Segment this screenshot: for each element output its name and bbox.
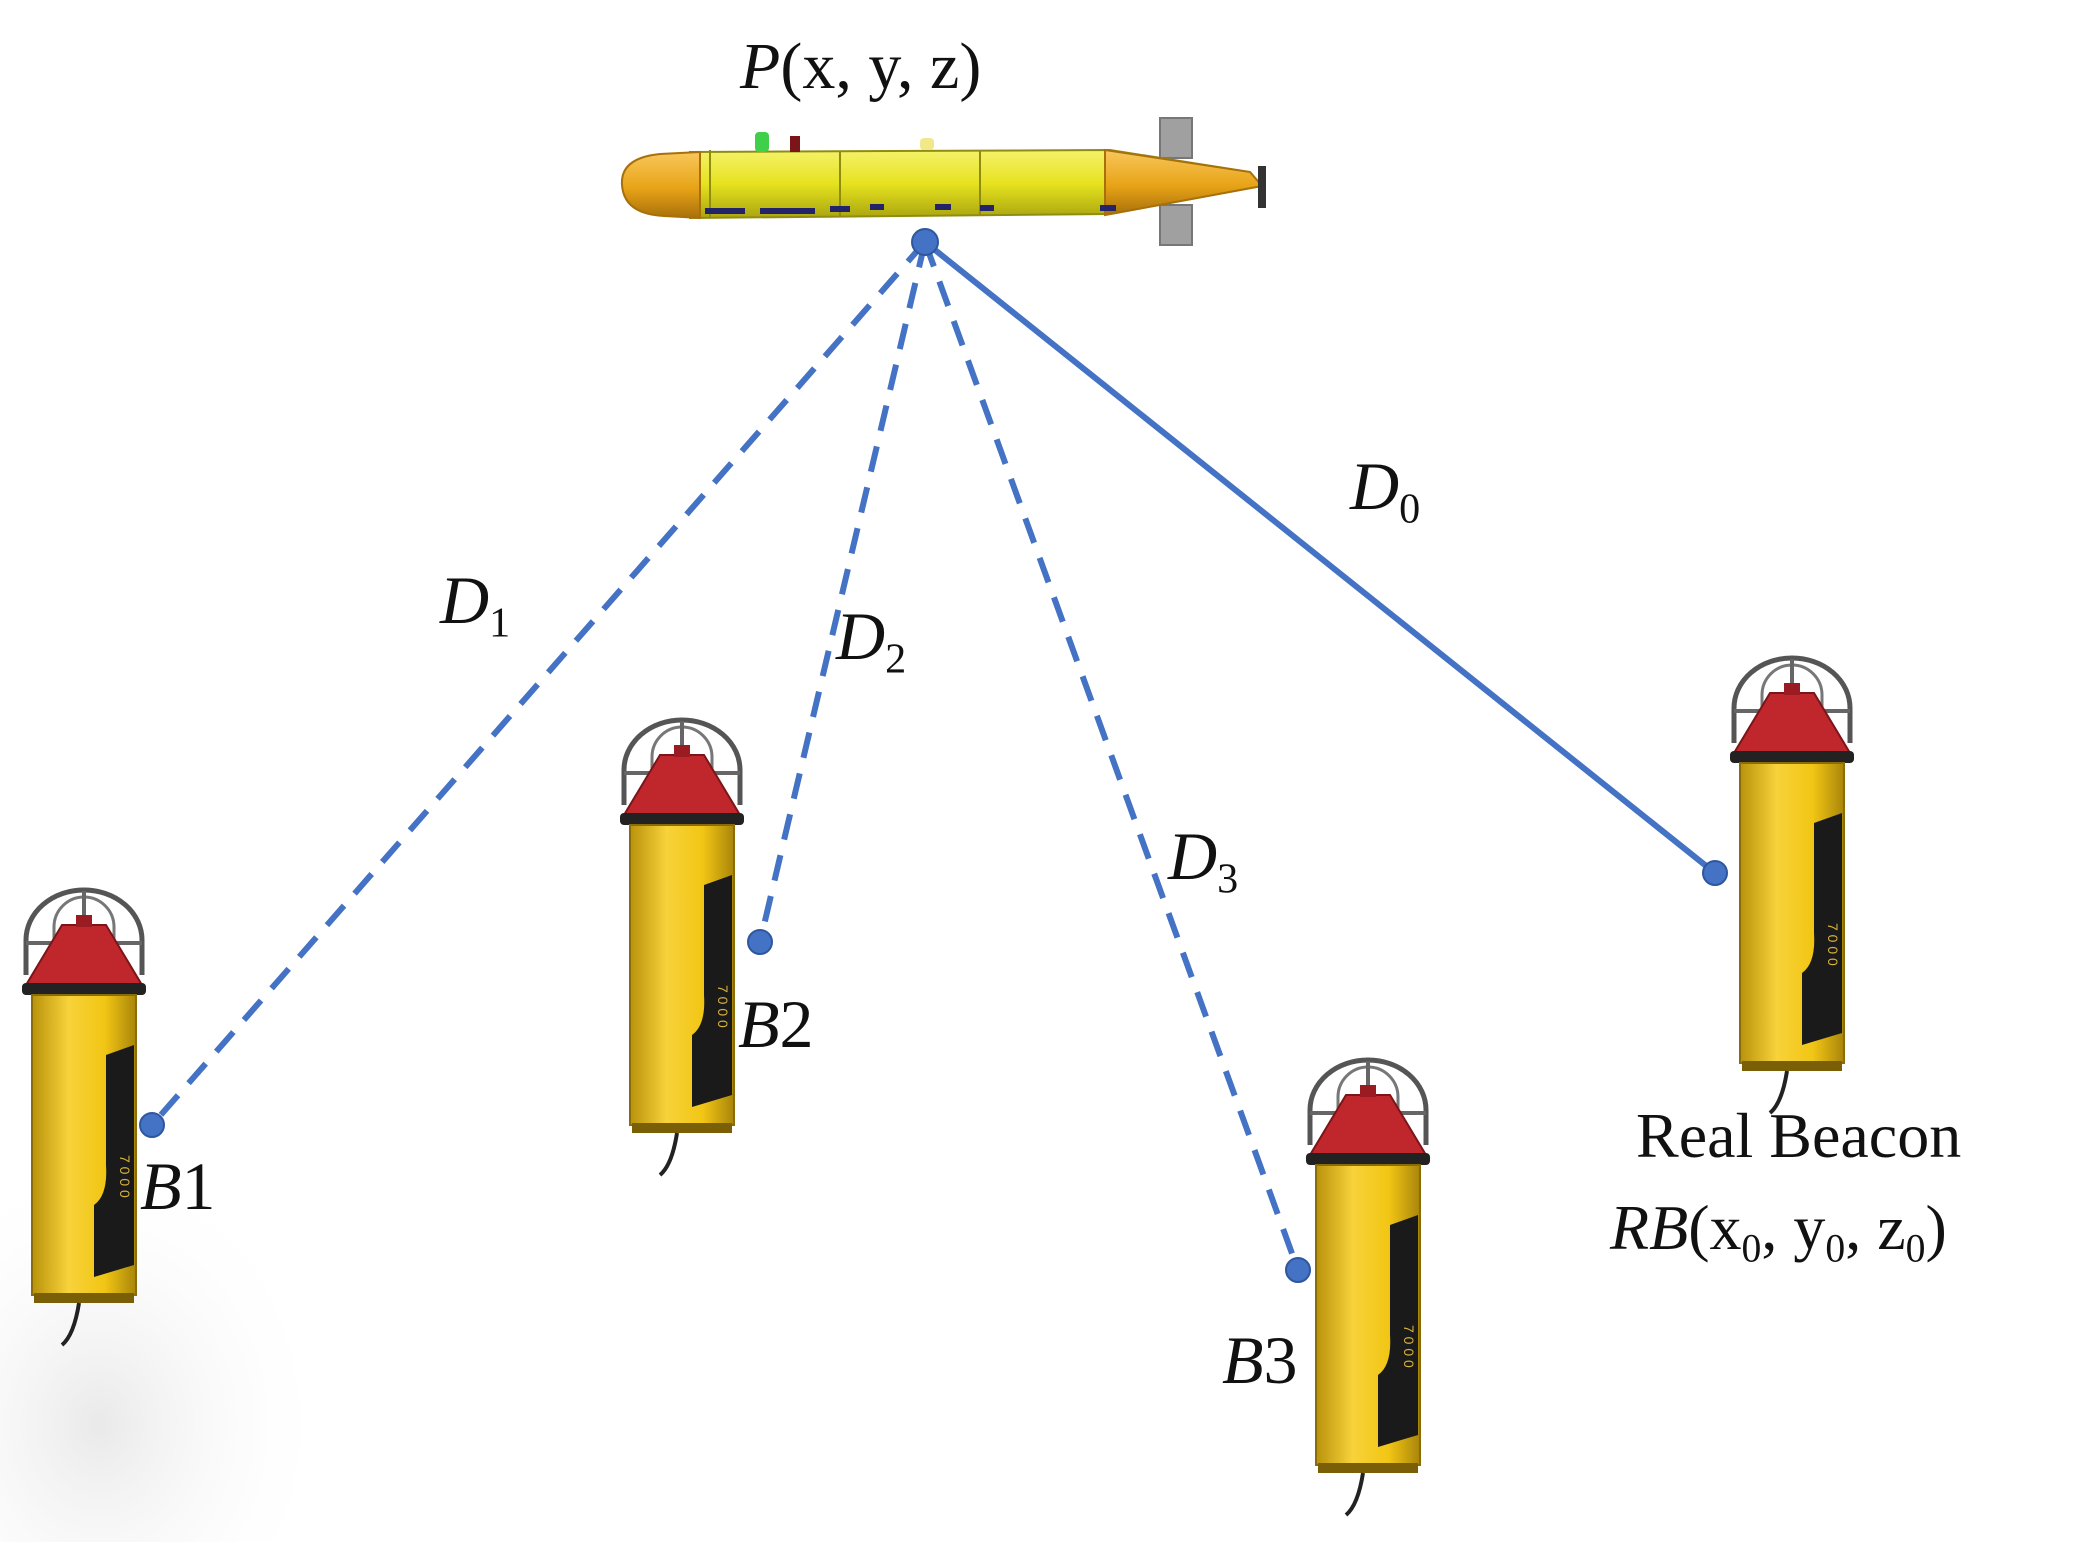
beacon-label-b1-var: B xyxy=(140,1148,182,1224)
distance-line-d3 xyxy=(922,240,1301,1272)
real-beacon-title: Real Beacon xyxy=(1636,1100,1962,1171)
beacon-label-b3-num: 3 xyxy=(1263,1322,1298,1398)
real-beacon-label-var: RB xyxy=(1610,1192,1689,1263)
vehicle-node xyxy=(911,228,939,256)
real-beacon-y: y xyxy=(1793,1192,1826,1263)
distance-label-d2-var: D xyxy=(836,598,886,674)
real-beacon-position-label: RB(x0, y0, z0) xyxy=(1610,1196,1947,1269)
beacon-b1-graphic xyxy=(22,890,146,1345)
distance-label-d0: D0 xyxy=(1350,452,1420,531)
real-beacon-label-open: ( xyxy=(1688,1192,1710,1263)
vehicle-label-close: ) xyxy=(959,30,982,103)
vehicle-label-coords: x, y, z xyxy=(802,30,960,103)
distance-label-d3: D3 xyxy=(1168,822,1238,901)
distance-label-d0-sub: 0 xyxy=(1399,485,1421,533)
beacon-label-b1-num: 1 xyxy=(181,1148,216,1224)
beacon-b3-graphic xyxy=(1306,1060,1430,1515)
distance-label-d1-var: D xyxy=(440,562,490,638)
real-beacon-label-close: ) xyxy=(1925,1192,1947,1263)
real-beacon-x: x xyxy=(1709,1192,1742,1263)
beacon-label-b2-var: B xyxy=(738,986,780,1062)
distance-label-d1: D1 xyxy=(440,566,510,645)
beacon-label-b2: B2 xyxy=(738,990,814,1058)
real-beacon-z: z xyxy=(1877,1192,1906,1263)
vehicle-position-label: P(x, y, z) xyxy=(740,34,981,100)
distance-label-d3-sub: 3 xyxy=(1217,855,1239,903)
distance-label-d2: D2 xyxy=(836,602,906,681)
vehicle-label-open: ( xyxy=(780,30,803,103)
real-beacon-sep-1: , xyxy=(1761,1192,1794,1263)
position-nodes xyxy=(139,228,1728,1283)
beacon-b3-node xyxy=(1285,1257,1311,1283)
beacon-b1-node xyxy=(139,1112,165,1138)
distance-line-d1 xyxy=(149,240,928,1127)
real-beacon-node xyxy=(1702,860,1728,886)
distance-line-d2 xyxy=(757,241,928,943)
distance-line-d0 xyxy=(923,239,1717,876)
distance-label-d1-sub: 1 xyxy=(489,599,511,647)
beacon-label-b3-var: B xyxy=(1222,1322,1264,1398)
distance-links xyxy=(149,239,1717,1272)
beacon-label-b2-num: 2 xyxy=(779,986,814,1062)
real-beacon-y-sub: 0 xyxy=(1825,1226,1846,1271)
real-beacon-x-sub: 0 xyxy=(1741,1226,1762,1271)
beacon-label-b3: B3 xyxy=(1222,1326,1298,1394)
distance-label-d2-sub: 2 xyxy=(885,635,907,683)
real-beacon-z-sub: 0 xyxy=(1905,1226,1926,1271)
distance-label-d0-var: D xyxy=(1350,448,1400,524)
real-beacon-graphic xyxy=(1730,658,1854,1113)
beacon-label-b1: B1 xyxy=(140,1152,216,1220)
beacon-b2-graphic xyxy=(620,720,744,1175)
vehicle-label-var: P xyxy=(740,30,781,103)
real-beacon-sep-2: , xyxy=(1845,1192,1878,1263)
auv-graphic xyxy=(620,117,1266,246)
distance-label-d3-var: D xyxy=(1168,818,1218,894)
beacon-b2-node xyxy=(747,929,773,955)
